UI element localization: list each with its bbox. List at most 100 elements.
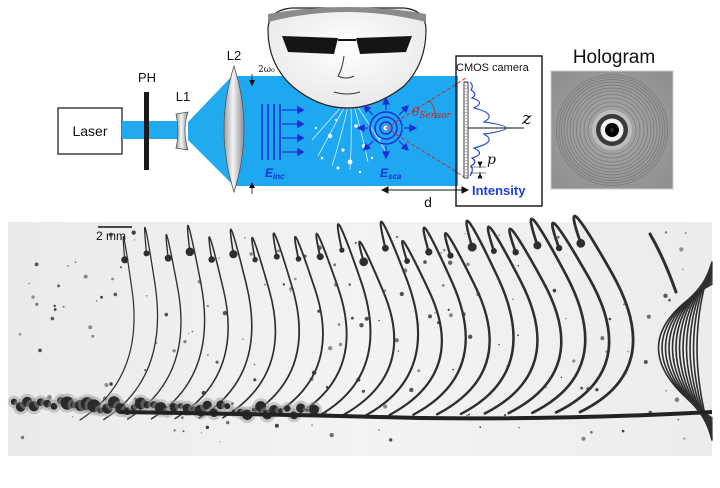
droplet (191, 330, 194, 333)
jet-core-band (119, 410, 713, 421)
ligament-head-droplet (359, 257, 369, 267)
droplet (317, 309, 321, 313)
droplet (517, 264, 520, 267)
ligament-head-droplet (295, 256, 302, 262)
setup-diagram: Laser PH L1 L2 2ω₀ (57, 7, 543, 210)
droplet (572, 359, 576, 363)
ligament-head-droplet (533, 241, 542, 250)
ligament-head-droplet (316, 253, 324, 261)
spray-droplets (314, 119, 382, 174)
ligament (388, 239, 443, 417)
droplet (57, 284, 61, 288)
droplet (71, 416, 74, 418)
droplet (144, 369, 147, 372)
ligament-head-droplet (447, 252, 454, 259)
droplet (409, 387, 414, 393)
narrow-beam (122, 121, 180, 139)
droplet (183, 340, 187, 344)
droplet (303, 254, 307, 258)
droplet (581, 436, 586, 441)
droplet (219, 441, 221, 443)
droplet (668, 298, 671, 302)
ligament (459, 219, 515, 416)
droplet (498, 234, 500, 236)
ligament-head-droplet (467, 242, 477, 252)
ligament-head-droplet (121, 256, 129, 264)
droplet (205, 425, 210, 430)
droplet (274, 423, 279, 428)
ligament-head-droplet (490, 248, 497, 254)
ligament-head-droplet (555, 244, 563, 252)
diverging-beam (188, 74, 234, 186)
droplet (448, 313, 453, 318)
droplet (244, 237, 246, 239)
scattered-wavefronts (369, 111, 403, 145)
core-blob (255, 401, 267, 413)
distance-label: d (424, 194, 432, 210)
droplet (506, 365, 509, 368)
incident-field-label: Einc (265, 166, 285, 181)
droplet (311, 424, 313, 427)
core-blob (134, 397, 147, 410)
droplet (88, 325, 93, 330)
ligament-head-droplet (576, 238, 586, 248)
droplet (479, 426, 482, 429)
droplet (102, 396, 108, 401)
ligament (529, 217, 587, 415)
droplet (337, 323, 341, 326)
droplet (417, 323, 420, 326)
droplet (440, 252, 443, 254)
droplet (119, 266, 123, 269)
droplet (556, 259, 559, 262)
core-blob (305, 408, 309, 412)
droplet (47, 395, 52, 400)
droplet-cloud (18, 230, 687, 443)
droplet (608, 317, 612, 321)
ligament (551, 221, 611, 414)
droplet (18, 332, 22, 336)
ligament (103, 227, 159, 421)
ligament-head-droplet (208, 256, 215, 263)
core-blob (36, 398, 45, 406)
droplet (289, 287, 293, 291)
droplet (34, 262, 39, 267)
droplet (31, 295, 35, 299)
droplet (201, 390, 206, 396)
core-blob (216, 400, 226, 410)
droplet (294, 277, 297, 281)
droplet (28, 282, 30, 285)
droplet (226, 420, 230, 425)
droplet (364, 316, 369, 321)
droplet (180, 416, 184, 420)
ligament (174, 236, 229, 420)
core-blob (182, 403, 193, 414)
droplet (677, 418, 680, 421)
droplet (215, 360, 219, 364)
ligament (340, 240, 396, 417)
droplet (172, 349, 176, 353)
droplet (111, 277, 114, 281)
core-blob (202, 400, 212, 410)
core-blob (251, 407, 257, 412)
droplet (83, 274, 88, 279)
ligament (572, 214, 635, 414)
observer-face (267, 7, 427, 109)
distance-marker (380, 186, 470, 194)
droplet (590, 431, 593, 434)
droplet (646, 314, 651, 319)
droplet (146, 295, 148, 297)
droplet (464, 233, 466, 235)
droplet (207, 354, 209, 356)
droplet (448, 260, 453, 265)
laser-box (57, 107, 123, 155)
droplet (334, 282, 339, 287)
droplet (317, 245, 322, 251)
core-blob (309, 404, 319, 415)
droplet (354, 241, 357, 244)
ligament-head-droplet (339, 247, 345, 253)
hologram-panel: Hologram (550, 47, 674, 190)
lens-l1 (175, 111, 189, 151)
droplet (403, 268, 408, 273)
droplet (672, 358, 676, 362)
ligament (435, 232, 491, 416)
